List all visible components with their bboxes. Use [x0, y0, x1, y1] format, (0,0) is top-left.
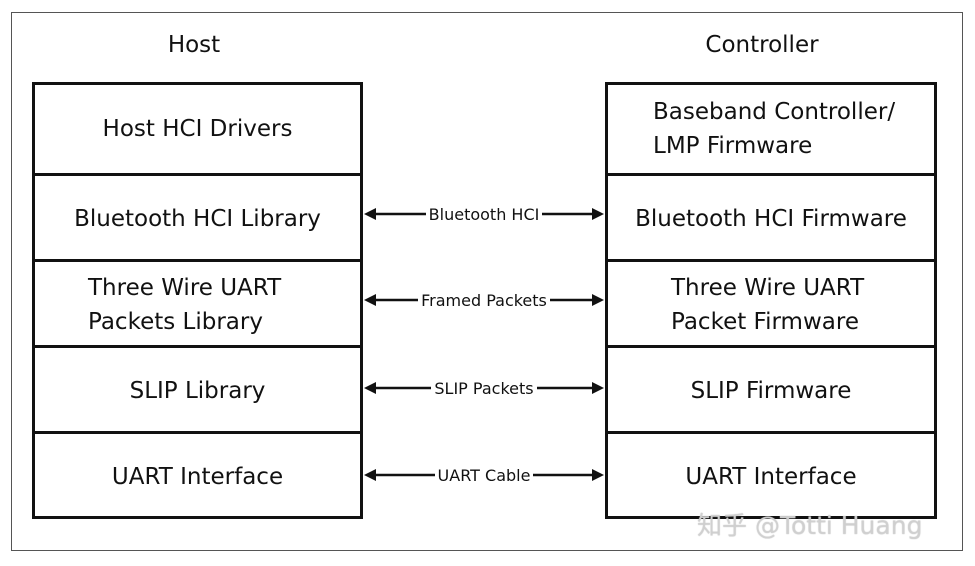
link-framed-packets: Framed Packets: [364, 290, 604, 310]
link-label: Framed Packets: [418, 290, 550, 310]
host-block-three-wire-uart: Three Wire UART Packets Library: [35, 259, 360, 347]
host-block-slip-library: SLIP Library: [35, 345, 360, 433]
host-title: Host: [167, 32, 221, 58]
controller-block-uart-interface: UART Interface: [608, 431, 934, 519]
link-bluetooth-hci: Bluetooth HCI: [364, 204, 604, 224]
link-slip-packets: SLIP Packets: [364, 378, 604, 398]
controller-block-hci-firmware: Bluetooth HCI Firmware: [608, 173, 934, 261]
controller-block-baseband: Baseband Controller/ LMP Firmware: [653, 99, 896, 159]
link-label: Bluetooth HCI: [425, 204, 543, 224]
host-stack: Host HCI Drivers Bluetooth HCI Library T…: [32, 82, 363, 519]
watermark: 知乎 @Totti Huang: [697, 511, 923, 540]
host-block-uart-interface: UART Interface: [35, 431, 360, 519]
host-block-hci-drivers: Host HCI Drivers: [102, 116, 293, 142]
link-label: UART Cable: [434, 465, 534, 485]
controller-stack: Baseband Controller/ LMP Firmware Blueto…: [605, 82, 937, 519]
link-label: SLIP Packets: [431, 378, 537, 398]
diagram-frame: [11, 12, 963, 551]
controller-block-slip-firmware: SLIP Firmware: [608, 345, 934, 433]
controller-block-three-wire-uart: Three Wire UART Packet Firmware: [608, 259, 934, 347]
host-block-hci-library: Bluetooth HCI Library: [35, 173, 360, 261]
controller-title: Controller: [705, 32, 819, 58]
link-uart-cable: UART Cable: [364, 465, 604, 485]
